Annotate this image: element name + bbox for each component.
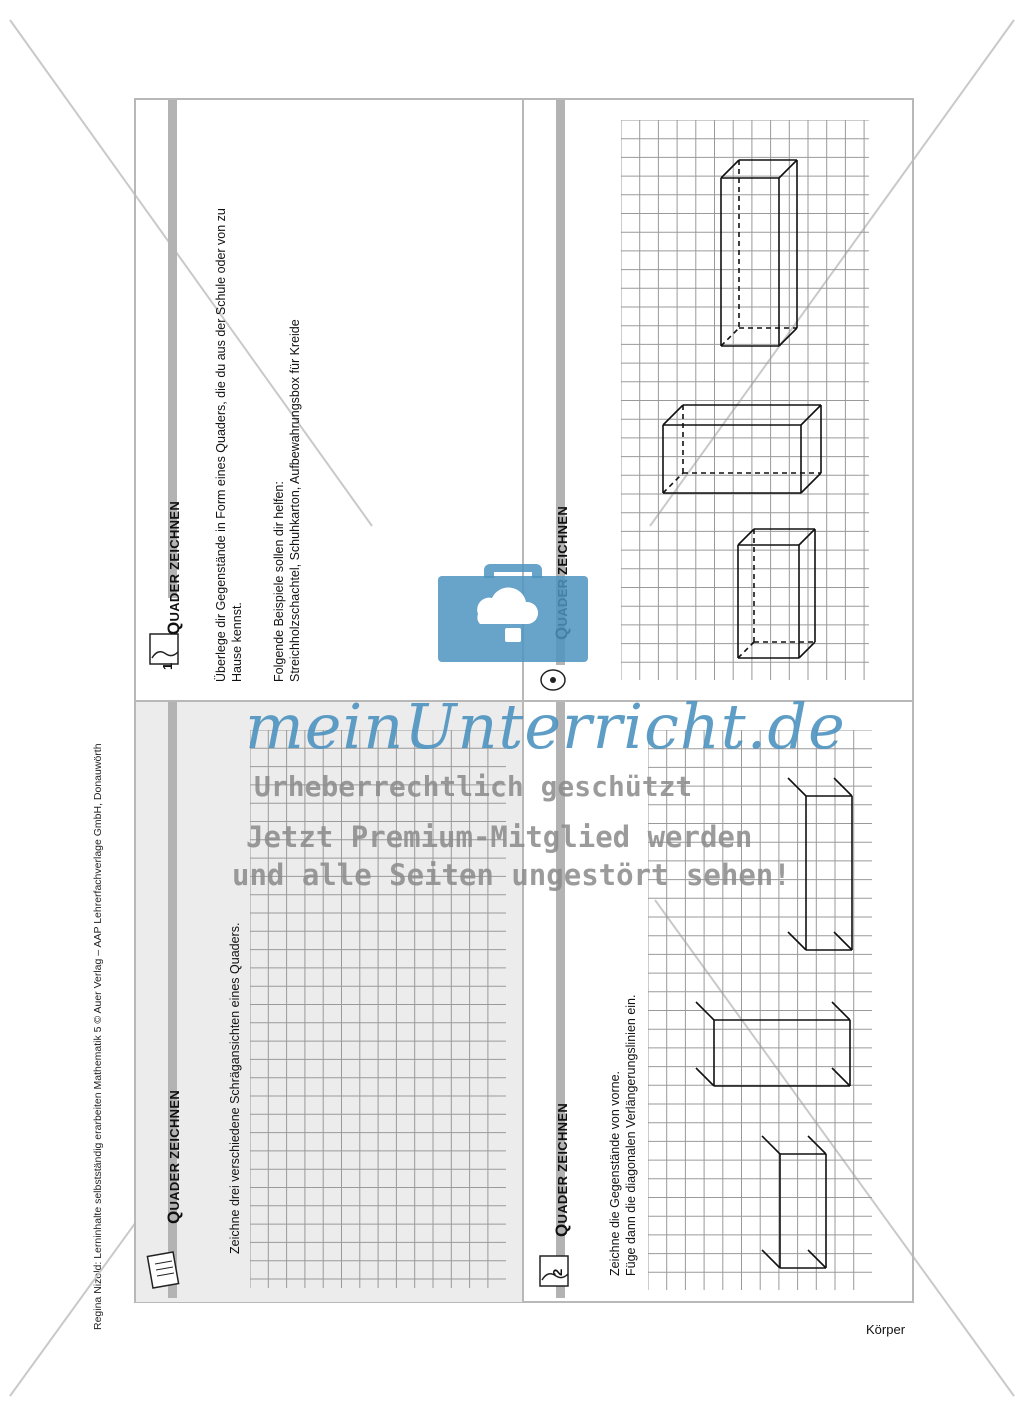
notes-icon: [146, 1251, 180, 1289]
card-title: QUADER ZEICHNEN: [164, 1089, 183, 1224]
diagonal-stub: [807, 1249, 827, 1269]
exercise-grid: [648, 730, 872, 1290]
hand-number-icon: [539, 1255, 569, 1287]
diagonal-stub: [695, 1067, 715, 1087]
watermark-line2: Jetzt Premium-Mitglied werden: [246, 820, 753, 854]
watermark-line3: und alle Seiten ungestört sehen!: [232, 858, 791, 892]
card-side-bar: [168, 100, 177, 598]
cuboid-edge: [798, 528, 816, 546]
task-text-line1: Überlege dir Gegenstände in Form eines Q…: [214, 208, 228, 682]
diagonal-stub: [831, 1067, 851, 1087]
cuboid-edge: [662, 404, 684, 426]
task-text-line2: Füge dann die diagonalen Verlängerungsli…: [624, 994, 638, 1276]
cuboid-edge: [800, 472, 822, 494]
task-text-line1: Zeichne die Gegenstände von vorne.: [608, 1071, 622, 1276]
sheet-horizontal-divider: [136, 700, 912, 702]
diagonal-stub: [761, 1135, 781, 1155]
grid-lines: [250, 730, 506, 1288]
task-text-line2: Hause kennst.: [230, 602, 244, 682]
card-number: 1: [160, 662, 175, 670]
hint-text-line2: Streichholzschachtel, Schuhkarton, Aufbe…: [288, 319, 302, 682]
card-shade: [136, 702, 522, 1302]
hidden-edge: [662, 472, 684, 494]
card-title: QUADER ZEICHNEN: [552, 1102, 571, 1237]
diagonal-stub: [807, 1135, 827, 1155]
cuboid-edge: [800, 404, 822, 426]
card-quader-3: QUADER ZEICHNEN Zeichne drei verschieden…: [136, 702, 522, 1302]
card-title: QUADER ZEICHNEN: [164, 500, 183, 635]
task-text-line1: Zeichne drei verschiedene Schrägansichte…: [228, 922, 242, 1254]
card-number: 2: [550, 1268, 565, 1276]
cuboid-edge: [778, 159, 798, 179]
hidden-edge: [720, 327, 740, 347]
diagonal-stub: [695, 1001, 715, 1021]
briefcase-logo: [438, 564, 588, 662]
footer-section-label: Körper: [866, 1322, 906, 1337]
card-side-bar: [556, 702, 565, 1298]
diagonal-stub: [787, 777, 807, 797]
card-side-bar: [168, 702, 177, 1298]
card-quader-2: 2 QUADER ZEICHNEN Zeichne die Gegenständ…: [524, 702, 912, 1302]
card-quader-solution: QUADER ZEICHNEN: [524, 100, 912, 700]
card-quader-1: 1 QUADER ZEICHNEN Überlege dir Gegenstän…: [136, 100, 522, 700]
diagonal-stub: [787, 931, 807, 951]
hint-text-line1: Folgende Beispiele sollen dir helfen:: [272, 481, 286, 682]
card-side-bar: [556, 100, 565, 665]
diagonal-stub: [761, 1249, 781, 1269]
cuboid-edge: [720, 159, 740, 179]
sheep-icon: [540, 669, 566, 691]
cuboid-edge: [778, 327, 798, 347]
grid-lines: [621, 120, 869, 680]
cuboid-edge: [737, 528, 755, 546]
grid-lines: [648, 730, 872, 1290]
empty-drawing-grid: [250, 730, 506, 1288]
solution-grid: [621, 120, 869, 680]
diagonal-stub: [833, 931, 853, 951]
diagonal-stub: [831, 1001, 851, 1021]
diagonal-stub: [833, 777, 853, 797]
watermark-brand: meinUnterricht.de: [245, 690, 846, 763]
cuboid-edge: [798, 641, 816, 659]
hidden-edge: [737, 641, 755, 659]
worksheet-sheet: [134, 98, 914, 1303]
hand-number-icon: [149, 633, 179, 665]
watermark-line1: Urheberrechtlich geschützt: [254, 770, 693, 803]
